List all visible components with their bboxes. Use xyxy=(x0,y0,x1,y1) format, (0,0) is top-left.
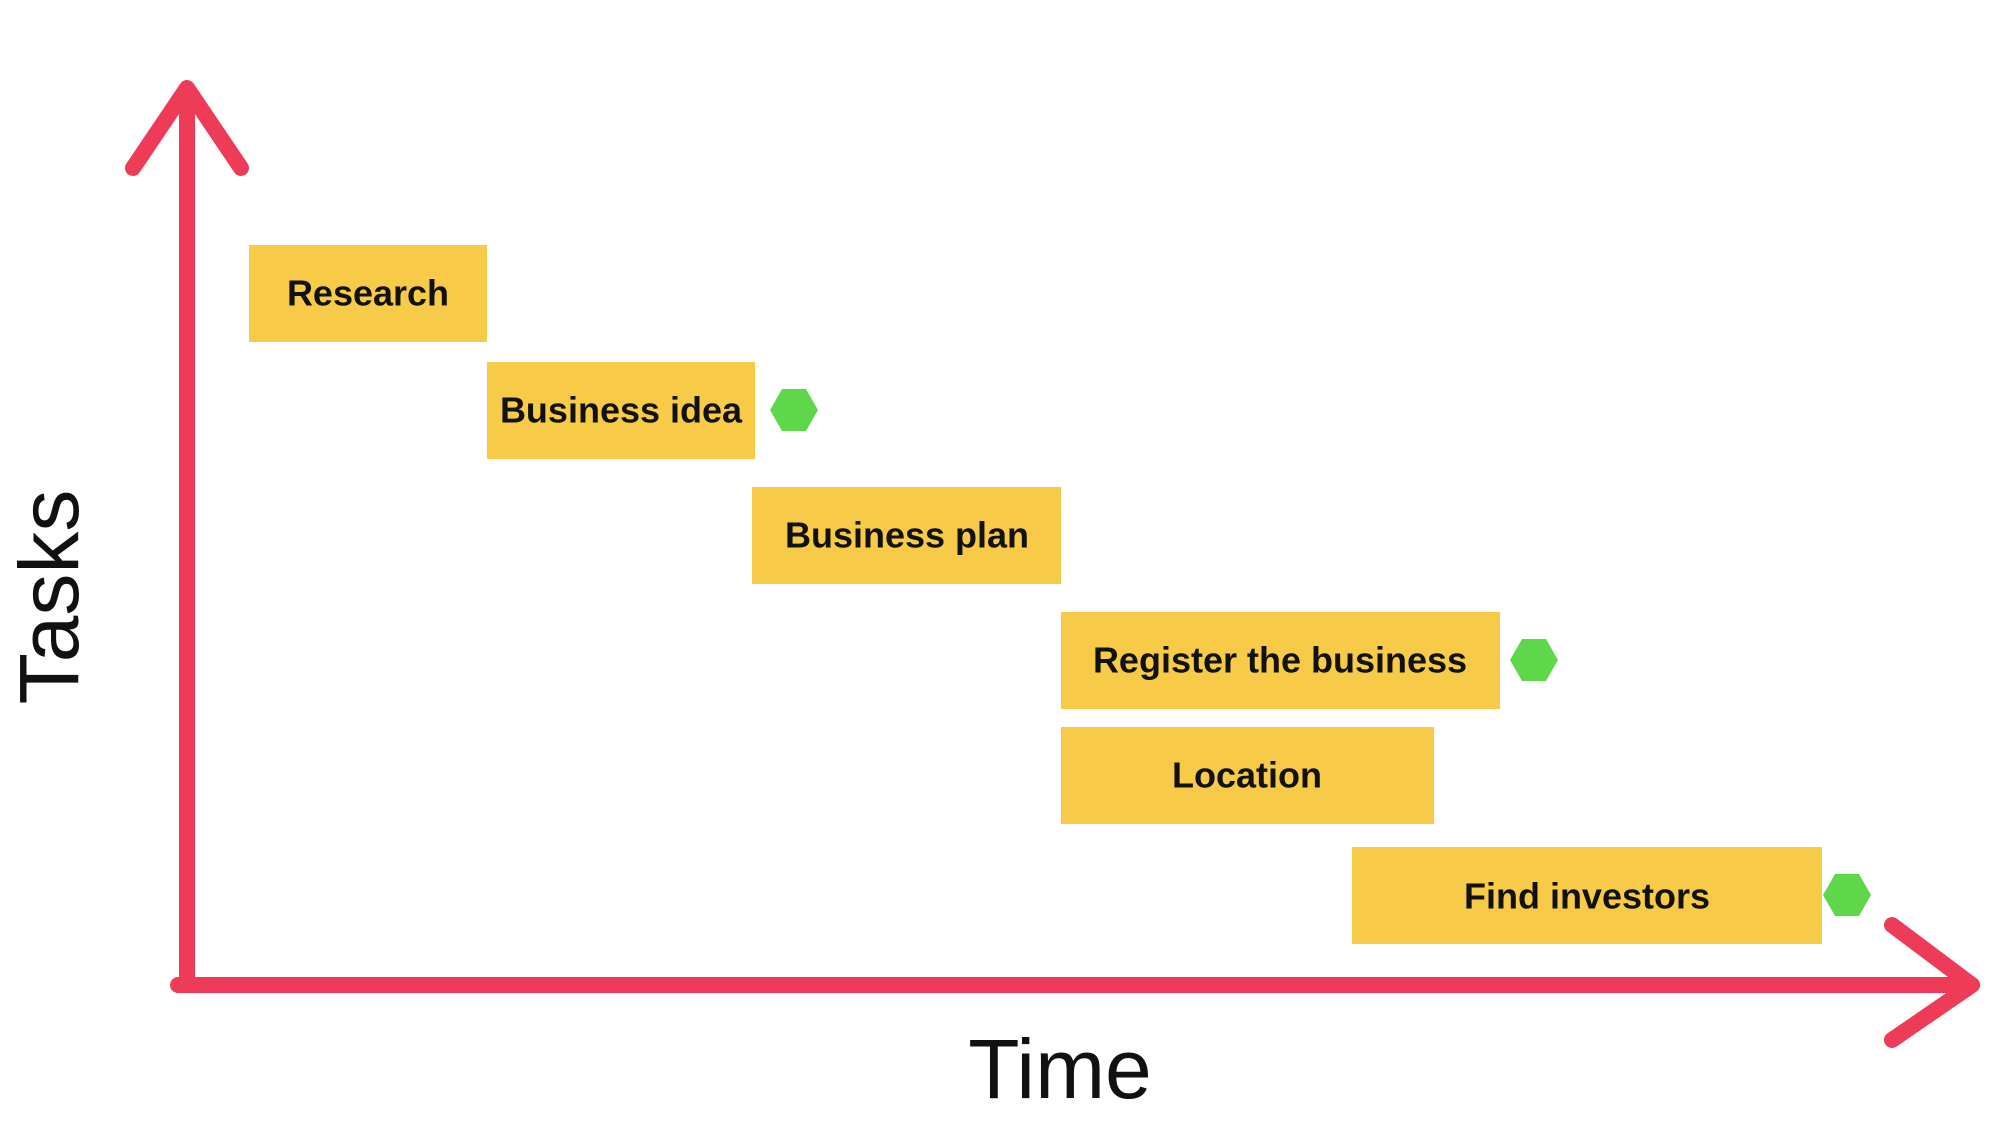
task-label: Business plan xyxy=(785,515,1029,556)
task-2: Business plan xyxy=(752,487,1061,584)
task-bar-register-the-business xyxy=(1061,612,1500,709)
task-label: Find investors xyxy=(1464,876,1710,917)
task-3: Register the business xyxy=(1061,612,1558,709)
task-5: Find investors xyxy=(1352,847,1871,944)
task-1: Business idea xyxy=(487,362,818,459)
y-axis-arrowhead xyxy=(125,80,249,176)
task-bar-business-plan xyxy=(752,487,1061,584)
task-label: Location xyxy=(1172,755,1322,796)
task-label: Research xyxy=(287,273,449,314)
milestone-hexagon-icon xyxy=(770,389,818,431)
task-label: Business idea xyxy=(500,390,743,431)
milestone-hexagon-icon xyxy=(1510,639,1558,681)
task-label: Register the business xyxy=(1093,640,1467,681)
task-bar-location xyxy=(1061,727,1434,824)
x-axis-label: Time xyxy=(968,1022,1152,1116)
task-bar-business-idea xyxy=(487,362,755,459)
task-bar-find-investors xyxy=(1352,847,1822,944)
task-0: Research xyxy=(249,245,487,342)
axes xyxy=(125,80,1980,1048)
y-axis-label: Tasks xyxy=(2,490,96,705)
milestone-hexagon-icon xyxy=(1823,874,1871,916)
task-bar-research xyxy=(249,245,487,342)
task-4: Location xyxy=(1061,727,1434,824)
x-axis-arrowhead xyxy=(1884,917,1980,1048)
